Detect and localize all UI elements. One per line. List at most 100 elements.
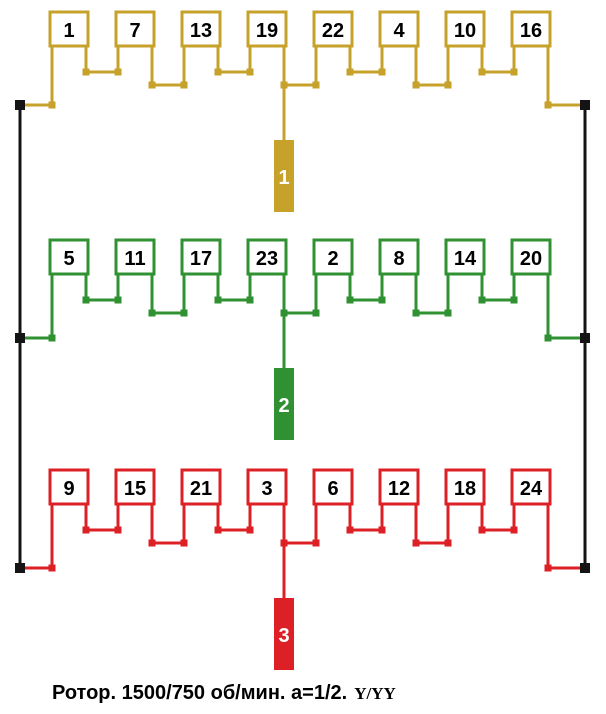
phase-1-coil-box xyxy=(114,10,156,48)
phase-3-coil-number: 9 xyxy=(63,478,74,500)
phase-2-junction-dot xyxy=(214,296,222,304)
phase-3-coil-number: 18 xyxy=(454,478,476,500)
phase-3-junction-dot xyxy=(214,526,222,534)
phase-1-coil-box xyxy=(312,10,354,48)
phase-1-junction-dot xyxy=(346,68,354,76)
phase-2-coil-number: 5 xyxy=(63,248,74,270)
phase-1-coil-number: 1 xyxy=(63,20,74,42)
phase-3-junction-dot xyxy=(82,526,90,534)
phase-1-junction-dot xyxy=(510,68,518,76)
phase-2-coil-number: 11 xyxy=(124,248,145,270)
phase-3-junction-dot xyxy=(346,526,354,534)
phase-3-coil-number: 15 xyxy=(124,478,146,500)
phase-1-coil-number: 4 xyxy=(393,20,405,42)
phase-3-terminal-block xyxy=(274,598,294,670)
phase-1-junction-dot xyxy=(478,68,486,76)
phase-2-coil-number: 2 xyxy=(327,248,338,270)
phase-3-coil-number: 21 xyxy=(190,478,212,500)
phase-3-coil-box xyxy=(312,468,354,506)
phase-2-bus-junction-dot xyxy=(15,333,25,343)
phase-1-junction-dot xyxy=(214,68,222,76)
phase-2-junction-dot xyxy=(478,296,486,304)
phase-1-coil-number: 13 xyxy=(190,20,212,42)
phase-1-coil-box xyxy=(180,10,222,48)
phase-2-coil-box xyxy=(48,238,90,276)
phase-3-junction-dot xyxy=(510,526,518,534)
phase-3-junction-dot xyxy=(312,539,320,547)
phase-2-junction-dot xyxy=(114,296,122,304)
phase-3-bus-junction-dot xyxy=(580,563,590,573)
phase-3-coil-box xyxy=(180,468,222,506)
phase-2-coil-box xyxy=(444,238,486,276)
phase-1-junction-dot xyxy=(82,68,90,76)
phase-2-terminal-block xyxy=(274,368,294,440)
phase-2-junction-dot xyxy=(48,334,56,342)
phase-1-junction-dot xyxy=(444,81,452,89)
phase-2-coil-number: 14 xyxy=(454,248,477,270)
phase-2-coil-box xyxy=(378,238,420,276)
phase-1-coil-number: 16 xyxy=(520,20,542,42)
phase-3-coil-number: 24 xyxy=(520,478,543,500)
caption-main: Ротор. 1500/750 об/мин. a=1/2. xyxy=(52,682,348,704)
phase-1-junction-dot xyxy=(412,81,420,89)
phase-2-junction-dot xyxy=(246,296,254,304)
phase-1-junction-dot xyxy=(114,68,122,76)
phase-2-coil-number: 17 xyxy=(190,248,212,270)
phase-1-coil-box xyxy=(246,10,288,48)
phase-3-coil-box xyxy=(510,468,552,506)
phase-2-junction-dot xyxy=(444,309,452,317)
phase-2-junction-dot xyxy=(148,309,156,317)
phase-1-junction-dot xyxy=(48,101,56,109)
phase-3-terminal-label: 3 xyxy=(278,625,289,647)
phase-3-junction-dot xyxy=(378,526,386,534)
caption: Ротор. 1500/750 об/мин. a=1/2. Y/YY xyxy=(52,682,396,705)
phase-3-junction-dot xyxy=(544,564,552,572)
phase-2-bus-junction-dot xyxy=(580,333,590,343)
phase-3-coil-box xyxy=(378,468,420,506)
phase-3-junction-dot xyxy=(412,539,420,547)
phase-1-coil-number: 10 xyxy=(454,20,476,42)
phase-2-junction-dot xyxy=(180,309,188,317)
phase-1-coil-number: 22 xyxy=(322,20,344,42)
phase-1-bus-junction-dot xyxy=(580,100,590,110)
phase-1-terminal-block xyxy=(274,140,294,212)
phase-2-coil-number: 23 xyxy=(256,248,278,270)
phase-1-coil-number: 7 xyxy=(129,20,140,42)
phase-1-coil-box xyxy=(510,10,552,48)
phase-1-junction-dot xyxy=(246,68,254,76)
phase-2-junction-dot xyxy=(544,334,552,342)
phase-2-coil-box xyxy=(312,238,354,276)
phase-3-junction-dot xyxy=(180,539,188,547)
phase-1-junction-dot xyxy=(312,81,320,89)
phase-3-junction-dot xyxy=(478,526,486,534)
phase-2-coil-box xyxy=(180,238,222,276)
phase-3-coil-number: 3 xyxy=(261,478,272,500)
phase-1-coil-box xyxy=(444,10,486,48)
caption-suffix: Y/YY xyxy=(354,684,396,703)
phase-3-coil-number: 6 xyxy=(327,478,338,500)
phase-3-junction-dot xyxy=(148,539,156,547)
phase-2-coil-box xyxy=(246,238,288,276)
phase-2-coil-box xyxy=(114,238,156,276)
phase-1-terminal-label: 1 xyxy=(278,167,289,189)
phase-3-junction-dot xyxy=(48,564,56,572)
phase-2-junction-dot xyxy=(346,296,354,304)
phase-3-junction-dot xyxy=(444,539,452,547)
phase-3-coil-box xyxy=(444,468,486,506)
phase-2-junction-dot xyxy=(82,296,90,304)
phase-3-coil-box xyxy=(246,468,288,506)
phase-2-coil-number: 8 xyxy=(393,248,404,270)
phase-2-junction-dot xyxy=(510,296,518,304)
phase-1-coil-box xyxy=(378,10,420,48)
phase-2-junction-dot xyxy=(312,309,320,317)
phase-1-junction-dot xyxy=(378,68,386,76)
phase-2-junction-dot xyxy=(378,296,386,304)
phase-3-coil-box xyxy=(48,468,90,506)
phase-1-bus-junction-dot xyxy=(15,100,25,110)
phase-1-coil-box xyxy=(48,10,90,48)
phase-3-coil-number: 12 xyxy=(388,478,410,500)
phase-3-bus-junction-dot xyxy=(15,563,25,573)
phase-3-junction-dot xyxy=(114,526,122,534)
